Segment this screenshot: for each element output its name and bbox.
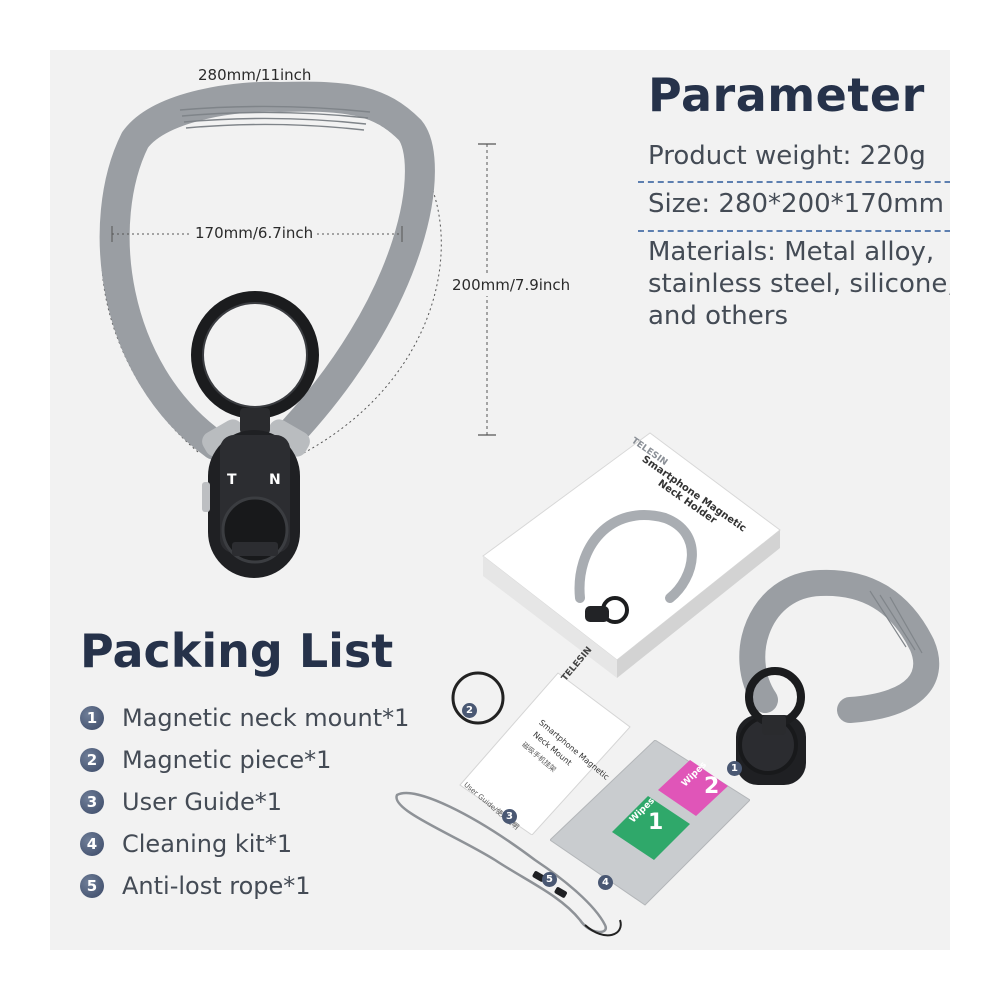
packing-item-number: 1 xyxy=(80,706,104,730)
packing-item-number: 2 xyxy=(80,748,104,772)
packing-item: 5 Anti-lost rope*1 xyxy=(80,869,311,903)
parameter-size: Size: 280*200*170mm xyxy=(648,189,944,219)
magnetic-ring xyxy=(191,291,319,419)
packing-item-number: 5 xyxy=(80,874,104,898)
parameter-materials-line: Materials: Metal alloy, xyxy=(648,237,935,267)
wipe1-number: 1 xyxy=(648,810,664,835)
packing-item-label: Cleaning kit*1 xyxy=(122,830,293,858)
marker-1: 1 xyxy=(727,761,742,776)
neck-mount-photo xyxy=(736,569,940,785)
packing-item: 3 User Guide*1 xyxy=(80,785,282,819)
packing-item: 2 Magnetic piece*1 xyxy=(80,743,331,777)
product-infographic: 280mm/11inch 170mm/6.7inch 200mm/7.9inch… xyxy=(50,50,950,950)
packing-item-number: 4 xyxy=(80,832,104,856)
packing-item-label: Magnetic piece*1 xyxy=(122,746,332,774)
wipe2-number: 2 xyxy=(704,774,720,799)
magnetic-piece xyxy=(451,671,505,725)
packing-item-number: 3 xyxy=(80,790,104,814)
marker-5: 5 xyxy=(542,872,557,887)
parameter-materials-line: and others xyxy=(648,301,788,331)
cleaning-kit xyxy=(550,740,750,906)
parameter-divider xyxy=(638,230,950,232)
anti-lost-rope xyxy=(395,791,622,937)
packing-list-title: Packing List xyxy=(80,624,394,678)
parameter-weight: Product weight: 220g xyxy=(648,141,926,171)
marker-3: 3 xyxy=(502,809,517,824)
packing-item: 1 Magnetic neck mount*1 xyxy=(80,701,409,735)
packing-item-label: Anti-lost rope*1 xyxy=(122,872,311,900)
parameter-divider xyxy=(638,181,950,183)
band-ribs xyxy=(179,105,371,131)
product-box xyxy=(482,432,781,678)
height-dimension-label: 200mm/7.9inch xyxy=(452,274,571,296)
outer-dimension-label: 280mm/11inch xyxy=(198,66,312,84)
inner-dimension-label: 170mm/6.7inch xyxy=(192,224,317,242)
neck-mount-illustration xyxy=(99,81,496,578)
marker-2: 2 xyxy=(462,703,477,718)
silicone-band xyxy=(99,81,435,460)
packing-item-label: User Guide*1 xyxy=(122,788,283,816)
parameter-title: Parameter xyxy=(648,68,925,122)
mount-letter-n: N xyxy=(269,472,281,488)
packing-item: 4 Cleaning kit*1 xyxy=(80,827,292,861)
marker-4: 4 xyxy=(598,875,613,890)
packing-item-label: Magnetic neck mount*1 xyxy=(122,704,410,732)
parameter-materials-line: stainless steel, silicone, xyxy=(648,269,950,299)
mount-letter-t: T xyxy=(227,472,237,488)
